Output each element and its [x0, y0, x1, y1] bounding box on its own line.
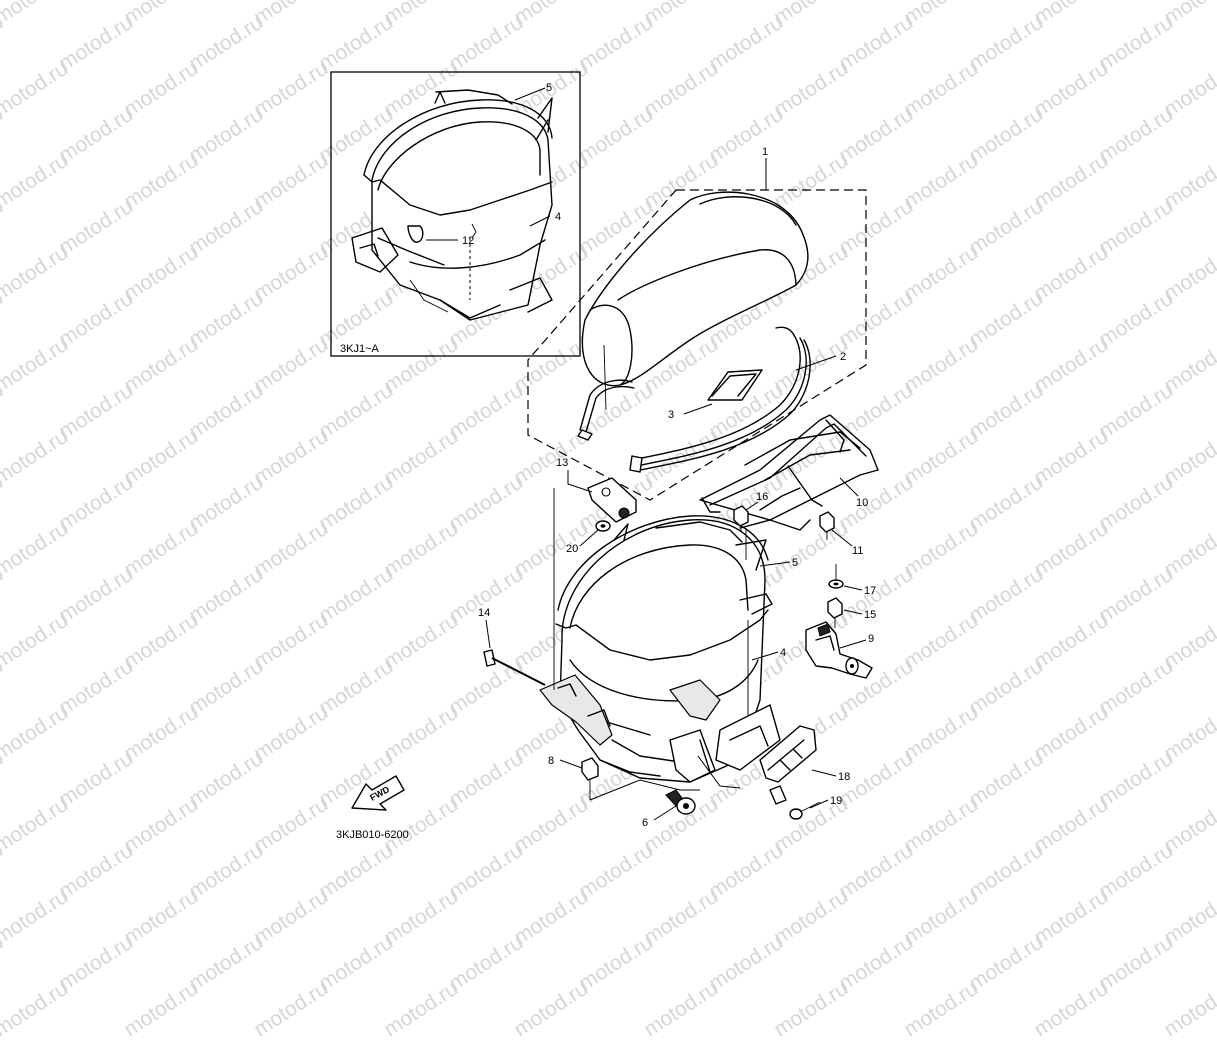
callout-19: 19 — [830, 795, 842, 807]
callout-4-main: 4 — [780, 647, 786, 659]
storage-box-main — [539, 488, 781, 783]
seat-assembly-outline — [527, 189, 867, 501]
watermark-text: motod.ru — [380, 976, 463, 1042]
washer-20 — [595, 520, 611, 532]
watermark-text: motod.ru — [1160, 976, 1217, 1042]
callout-18: 18 — [838, 771, 850, 783]
bolt-8 — [581, 757, 599, 800]
rear-carrier — [699, 414, 879, 531]
watermark-text: motod.ru — [0, 930, 8, 996]
seat-lock-9 — [805, 621, 873, 679]
watermark-text: motod.ru — [575, 930, 658, 996]
washer-17 — [828, 579, 844, 589]
inset-box: 3KJ1~A — [330, 71, 581, 357]
watermark-text: motod.ru — [1095, 930, 1178, 996]
callout-9: 9 — [868, 633, 874, 645]
long-bolt-14 — [483, 649, 546, 686]
watermark-text: motod.ru — [705, 930, 788, 996]
clip-6 — [665, 789, 696, 815]
diagram-code: 3KJB010-6200 — [336, 829, 409, 841]
inset-callout-5: 5 — [546, 82, 552, 94]
fwd-arrow-icon: FWD — [351, 775, 405, 811]
watermark-text: motod.ru — [445, 930, 528, 996]
watermark-text: motod.ru — [640, 976, 723, 1042]
seat-hinge-13 — [587, 477, 637, 523]
watermark-text: motod.ru — [965, 930, 1048, 996]
inset-storage-box — [351, 89, 553, 321]
callout-11: 11 — [852, 545, 863, 557]
screw-19 — [789, 801, 821, 820]
watermark-text: motod.ru — [250, 976, 333, 1042]
watermark-text: motod.ru — [315, 930, 398, 996]
watermark-text: motod.ru — [900, 976, 983, 1042]
inset-callout-4: 4 — [555, 211, 561, 223]
watermark-text: motod.ru — [1030, 976, 1113, 1042]
watermark-text: motod.ru — [835, 930, 918, 996]
callout-5-main: 5 — [792, 557, 798, 569]
watermark-text: motod.ru — [120, 976, 203, 1042]
callout-14: 14 — [478, 607, 490, 619]
seat — [581, 191, 809, 411]
seat-gasket — [577, 326, 811, 473]
callout-15: 15 — [864, 609, 876, 621]
callouts: 1 2 3 13 20 16 10 11 5 17 — [478, 146, 876, 829]
callout-20: 20 — [566, 543, 578, 555]
watermark-text: motod.ru — [55, 930, 138, 996]
exploded-view-svg: 3KJ1~A — [330, 71, 879, 841]
callout-6: 6 — [642, 817, 648, 829]
callout-3: 3 — [668, 409, 674, 421]
inset-callout-12: 12 — [462, 235, 474, 247]
callout-10: 10 — [856, 497, 868, 509]
callout-8: 8 — [548, 755, 554, 767]
bolt-11 — [819, 511, 835, 540]
callout-16: 16 — [756, 491, 768, 503]
watermark-text: motod.ru — [510, 976, 593, 1042]
watermark-text: motod.ru — [0, 976, 73, 1042]
watermark-text: motod.ru — [770, 976, 853, 1042]
callout-17: 17 — [864, 585, 876, 597]
callout-13: 13 — [556, 457, 568, 469]
inset-label: 3KJ1~A — [340, 343, 379, 355]
callout-1: 1 — [762, 146, 768, 158]
bolt-15 — [827, 597, 843, 628]
callout-2: 2 — [840, 351, 846, 363]
bracket-18 — [759, 725, 817, 805]
watermark-text: motod.ru — [185, 930, 268, 996]
